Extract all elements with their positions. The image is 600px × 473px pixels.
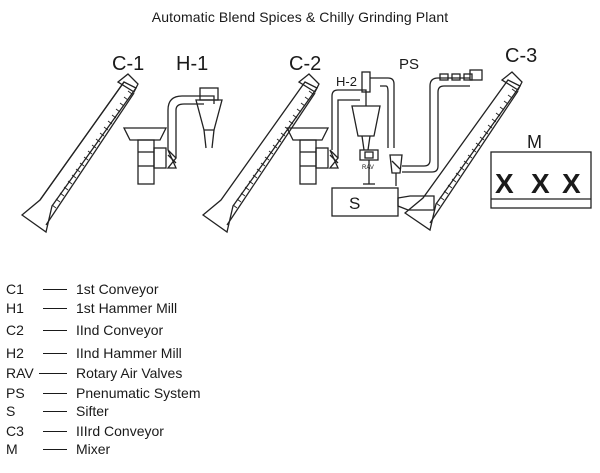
legend-desc: IIIrd Conveyor xyxy=(76,423,164,439)
legend-dash xyxy=(43,449,67,450)
legend-code: PS xyxy=(6,385,25,401)
legend-dash xyxy=(43,411,67,412)
legend-code: RAV xyxy=(6,365,34,381)
conveyor-c2 xyxy=(201,73,320,234)
hammer-mill-h2 xyxy=(285,71,395,185)
label-h2: H-2 xyxy=(336,74,357,89)
legend-desc: Sifter xyxy=(76,403,109,419)
rotary-air-valve xyxy=(359,149,403,186)
legend-dash xyxy=(43,393,67,394)
conveyor-c1-ticks xyxy=(51,90,133,209)
legend-code: S xyxy=(6,403,16,419)
legend-dash xyxy=(39,373,67,374)
mixer-mark-2: X xyxy=(531,168,550,199)
label-s: S xyxy=(349,194,360,213)
page-title: Automatic Blend Spices & Chilly Grinding… xyxy=(151,9,449,25)
mixer-mark-3: X xyxy=(562,168,581,199)
legend-code: C2 xyxy=(6,322,24,338)
legend-desc: Pnenumatic System xyxy=(76,385,201,401)
conveyor-c3-ticks xyxy=(435,88,517,207)
label-ps: PS xyxy=(399,56,419,73)
label-c2: C-2 xyxy=(289,53,321,75)
legend-dash xyxy=(43,330,67,331)
legend-desc: Rotary Air Valves xyxy=(76,365,183,381)
legend-desc: Mixer xyxy=(76,441,111,457)
legend-code: C1 xyxy=(6,281,24,297)
label-c1: C-1 xyxy=(112,53,144,75)
legend-dash xyxy=(43,308,67,309)
label-c3: C-3 xyxy=(505,45,537,67)
legend-code: H1 xyxy=(6,300,24,316)
legend-desc: 1st Hammer Mill xyxy=(76,300,178,316)
legend-dash xyxy=(43,289,67,290)
legend-code: H2 xyxy=(6,345,24,361)
legend-dash xyxy=(43,353,67,354)
legend-desc: 1st Conveyor xyxy=(76,281,159,297)
legend-desc: IInd Conveyor xyxy=(76,322,164,338)
pneumatic-system xyxy=(402,69,483,173)
legend-desc: IInd Hammer Mill xyxy=(76,345,182,361)
mixer-mark-1: X xyxy=(495,168,514,199)
mixer xyxy=(490,151,592,209)
label-m: M xyxy=(527,132,542,152)
conveyor-c3 xyxy=(403,71,523,232)
label-h1: H-1 xyxy=(176,53,208,75)
plant-diagram: C-1 H-1 C-2 H-2 PS C-3 M S RAV X X X xyxy=(20,45,592,234)
hammer-mill-h1 xyxy=(122,87,223,185)
legend-code: M xyxy=(6,441,18,457)
conveyor-c1 xyxy=(20,73,139,234)
label-rav: RAV xyxy=(362,165,374,171)
legend-code: C3 xyxy=(6,423,24,439)
legend-dash xyxy=(43,431,67,432)
